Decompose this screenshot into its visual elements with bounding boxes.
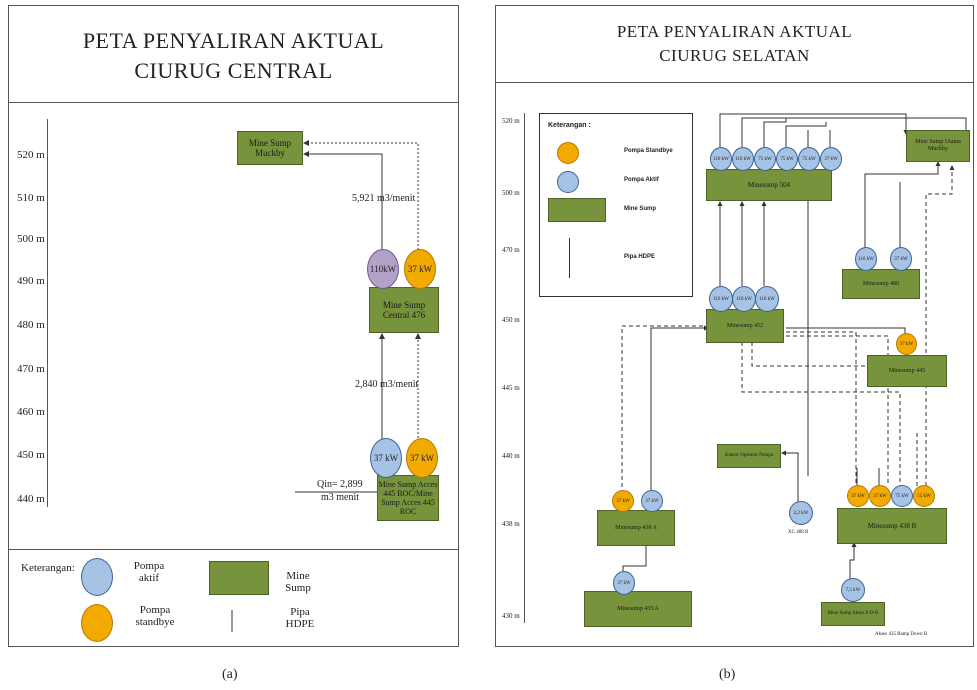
pump-452-3: 110 kW [755,286,779,312]
axis-label: 440 m [17,493,45,505]
mine-sump-akses-8db: Mine Sump Akses 8-D-B [821,602,885,626]
legend-pipe-icon [569,238,570,278]
pump-110kw: 110kW [367,249,399,289]
legend-pompa-standbye-label: Pompa standbye [135,604,175,628]
legend-pompa-aktif-icon [81,558,113,596]
panel-b-pipes [621,113,967,582]
legend-pipe-label: Pipa HDPE [624,254,656,260]
pump-438b-3: 75 kW [891,485,913,507]
axis-label: 520 m [502,117,520,125]
panel-b-legend-title: Keterangan : [548,122,591,129]
minesump-435a: Minesump 435 A [584,591,692,627]
axis-label: 470 m [17,363,45,375]
minesump-438b: Minesump 438 B [837,508,947,544]
axis-label: 510 m [17,192,45,204]
legend-aktif-icon [557,171,579,193]
panel-a-divider-bottom [9,549,458,550]
pump-438b-2: 37 kW [869,485,891,507]
bottom-note: Akses 435 Ramp Down B [875,632,928,637]
pump-37kw-active: 37 kW [370,438,402,478]
axis-label: 460 m [17,406,45,418]
axis-label: 450 m [502,316,520,324]
pump-452-2: 110 kW [732,286,756,312]
pump-445: 37 kW [896,333,917,355]
legend-mine-sump-icon [209,561,269,595]
axis-label: 490 m [17,275,45,287]
panel-a-axis-line [47,119,48,507]
axis-label: 520 m [17,149,45,161]
pump-2-2kw: 2,2 kW [789,501,813,525]
panel-a-title-line1: PETA PENYALIRAN AKTUAL [82,28,385,53]
flow-top-label: 5,921 m3/menit [352,193,416,204]
kantor-operator-pompa: Kantor Operator Pompa [717,444,781,468]
panel-b-title: PETA PENYALIRAN AKTUAL CIURUG SELATAN [496,20,973,68]
minesump-438a: Minesump 438 A [597,510,675,546]
panel-a-title-line2: CIURUG CENTRAL [134,58,333,83]
panel-b: PETA PENYALIRAN AKTUAL CIURUG SELATAN 52… [495,5,974,647]
mine-sump-central: Mine Sump Central 476 [369,287,439,333]
pump-435a: 37 kW [613,571,635,595]
legend-mine-sump-label: Mine Sump [285,570,311,594]
panel-a-divider-top [9,102,458,103]
pump-480-1: 110 kW [855,247,877,271]
mine-sump-muckby: Mine Sump Muckby [237,131,303,165]
pump-452-1: 110 kW [709,286,733,312]
legend-standbye-icon [557,142,579,164]
minesump-480: Minesump 480 [842,269,920,299]
axis-label: 438 m [502,520,520,528]
legend-pipa-label: Pipa HDPE [285,606,315,630]
pump-504-6: 37 kW [820,147,842,171]
minesump-452: Minesump 452 [706,309,784,343]
mine-sump-access: Mine Sump Acces 445 ROC/Mine Sump Acces … [377,475,439,521]
axis-label: 450 m [17,449,45,461]
axis-label: 480 m [17,319,45,331]
caption-b: (b) [719,667,736,682]
panel-a-pipes [231,140,421,632]
pump-37kw-standby: 37 kW [404,249,436,289]
pump-438a-2: 37 kW [641,490,663,512]
legend-pompa-aktif-label: Pompa aktif [133,560,165,584]
legend-sump-label: Mine Sump [624,206,657,212]
panel-b-axis-line [524,113,525,623]
pump-438b-1: 37 kW [847,485,869,507]
pump-504-3: 75 kW [754,147,776,171]
panel-a-title: PETA PENYALIRAN AKTUAL CIURUG CENTRAL [9,26,458,86]
axis-label: 440 m [502,452,520,460]
flow-mid-label: 2,840 m3/menit [355,379,419,390]
pump-504-2: 110 kW [732,147,754,171]
pump-438b-4: 55 kW [913,485,935,507]
xc-label: XC 488 B [788,530,809,535]
mine-sump-utama-muckby: Mine Sump Utama Muckby [906,130,970,162]
axis-label: 500 m [502,189,520,197]
pump-504-5: 75 kW [798,147,820,171]
pump-504-1: 110 kW [710,147,732,171]
legend-aktif-label: Pompa Aktif [624,177,659,183]
panel-a: PETA PENYALIRAN AKTUAL CIURUG CENTRAL 52… [8,5,459,647]
pump-7-5kw: 7,5 kW [841,578,865,602]
axis-label: 500 m [17,233,45,245]
qin-label-1: Qin= 2,899 [317,479,363,490]
panel-b-title-line2: CIURUG SELATAN [659,46,810,65]
pump-37kw-standby-bottom: 37 kW [406,438,438,478]
legend-sump-icon [548,198,606,222]
panel-b-divider [496,82,973,83]
caption-a: (a) [222,667,238,682]
minesump-504: Minesump 504 [706,169,832,201]
axis-label: 430 m [502,612,520,620]
panel-b-title-line1: PETA PENYALIRAN AKTUAL [616,22,853,41]
axis-label: 470 m [502,246,520,254]
pump-480-2: 37 kW [890,247,912,271]
minesump-445: Minesump 445 [867,355,947,387]
legend-title: Keterangan: [21,562,75,574]
legend-pompa-standbye-icon [81,604,113,642]
pump-438a-1: 37 kW [612,490,634,512]
pump-504-4: 75 kW [776,147,798,171]
legend-standbye-label: Pompa Standbye [624,148,673,154]
axis-label: 445 m [502,384,520,392]
qin-label-2: m3 menit [321,492,360,503]
